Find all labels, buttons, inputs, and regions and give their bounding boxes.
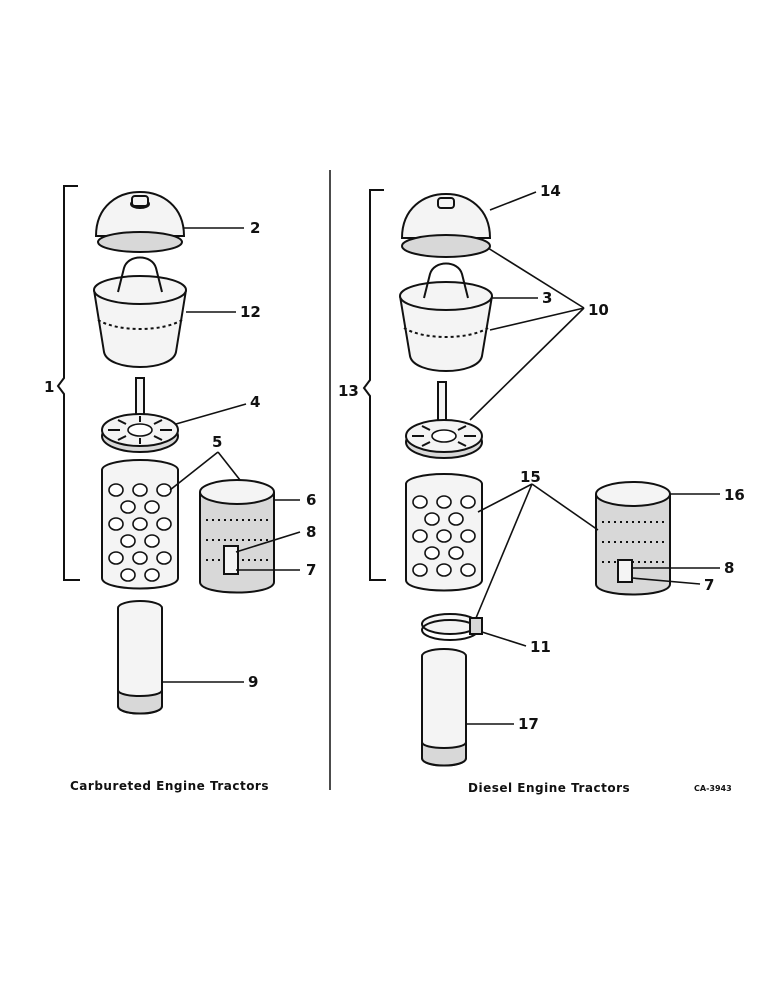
perforation-hole (436, 529, 452, 543)
clamp-11 (421, 613, 483, 641)
left-bracket (56, 185, 80, 581)
perforation-hole (436, 563, 452, 577)
element-15 (405, 473, 483, 592)
callout-14: 14 (540, 182, 561, 200)
perforation-hole (448, 512, 464, 526)
callout-2: 2 (250, 219, 260, 237)
screen-16 (595, 481, 671, 596)
element-5 (101, 459, 179, 590)
perforation-hole (132, 551, 148, 565)
baffle-4 (101, 413, 179, 453)
perforation-hole (120, 534, 136, 548)
callout-3: 3 (542, 289, 552, 307)
callout-8-right: 8 (724, 559, 734, 577)
perforation-hole (108, 517, 124, 531)
callout-11: 11 (530, 638, 551, 656)
perforation-hole (460, 529, 476, 543)
perforation-hole (156, 551, 172, 565)
callout-17: 17 (518, 715, 539, 733)
perforation-hole (156, 517, 172, 531)
tube-17 (421, 648, 467, 767)
cover-2 (94, 190, 186, 253)
callout-7-right: 7 (704, 576, 714, 594)
callout-12: 12 (240, 303, 261, 321)
rod-right (437, 381, 447, 425)
callout-15: 15 (520, 468, 541, 486)
callout-6: 6 (306, 491, 316, 509)
perforation-hole (412, 529, 428, 543)
baffle-right (405, 419, 483, 459)
callout-13: 13 (338, 382, 359, 400)
perforation-hole (108, 483, 124, 497)
perforation-hole (120, 500, 136, 514)
perforation-hole (156, 483, 172, 497)
callout-5: 5 (212, 433, 222, 451)
callout-7-left: 7 (306, 561, 316, 579)
callout-10: 10 (588, 301, 609, 319)
perforation-hole (424, 512, 440, 526)
perforation-hole (460, 563, 476, 577)
perforation-hole (436, 495, 452, 509)
callout-8-left: 8 (306, 523, 316, 541)
right-bracket (362, 189, 386, 581)
perforation-hole (460, 495, 476, 509)
left-assembly: 1 2 12 4 5 6 8 7 9 Carbureted Engine Tra… (44, 185, 316, 793)
cup-3 (399, 262, 493, 372)
perforation-hole (144, 568, 160, 582)
perforation-hole (448, 546, 464, 560)
perforation-hole (144, 534, 160, 548)
perforation-hole (132, 517, 148, 531)
callout-4: 4 (250, 393, 260, 411)
perforation-hole (144, 500, 160, 514)
callout-9: 9 (248, 673, 258, 691)
perforation-hole (424, 546, 440, 560)
callout-16: 16 (724, 486, 745, 504)
perforation-hole (412, 495, 428, 509)
perforation-hole (412, 563, 428, 577)
callout-1: 1 (44, 378, 54, 396)
right-assembly: 13 14 3 10 15 16 8 7 11 17 Diesel Engine… (338, 182, 745, 795)
cover-14 (400, 192, 492, 258)
drawing-code: CA-3943 (694, 784, 732, 793)
perforation-hole (132, 483, 148, 497)
tube-9 (117, 600, 163, 715)
perforation-hole (108, 551, 124, 565)
screen-6 (199, 479, 275, 594)
perforation-hole (120, 568, 136, 582)
caption-left: Carbureted Engine Tractors (70, 779, 269, 793)
cup-12 (93, 256, 187, 368)
caption-right: Diesel Engine Tractors (468, 781, 630, 795)
